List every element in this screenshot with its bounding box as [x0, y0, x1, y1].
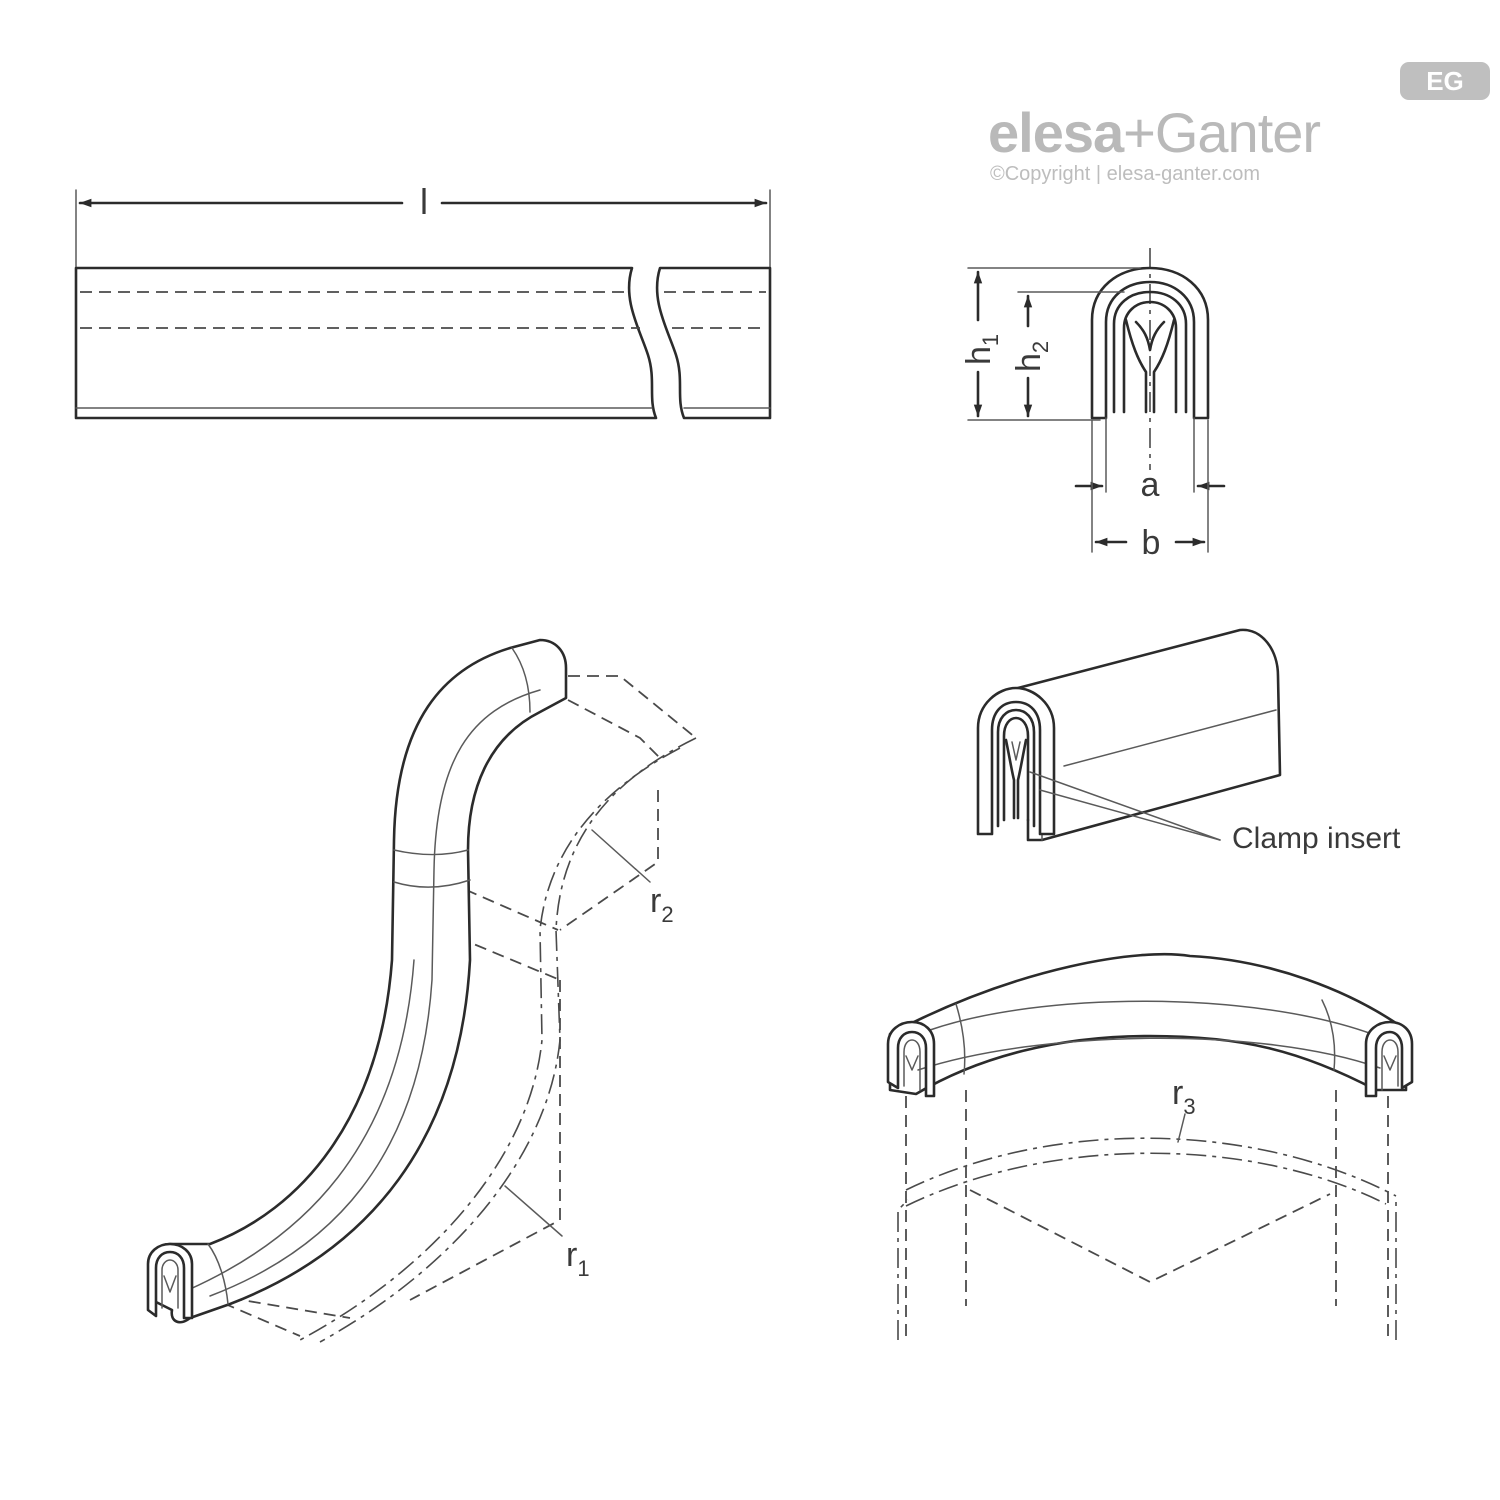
arc-view: r3 — [886, 952, 1414, 1340]
length-label: l — [420, 181, 428, 222]
s-curve-view: r2 r1 — [146, 638, 697, 1343]
r1-label-sub: 1 — [577, 1256, 589, 1281]
brand-name: elesa+Ganter — [988, 101, 1320, 164]
h1-label: h1 — [960, 334, 1003, 365]
brand-name-ganter: Ganter — [1155, 101, 1321, 164]
brand-name-sep: + — [1123, 101, 1155, 164]
r3-label-sub: 3 — [1183, 1094, 1195, 1119]
cross-section-view: h1 h2 a b — [960, 248, 1226, 562]
a-label: a — [1141, 466, 1160, 504]
h2-label-sub: 2 — [1028, 341, 1053, 353]
brand-badge-text: EG — [1426, 66, 1464, 96]
brand-badge-box — [1400, 62, 1490, 100]
isometric-clamp-view: Clamp insert — [976, 628, 1401, 855]
r2-label-sub: 2 — [661, 902, 673, 927]
r1-label: r1 — [566, 1236, 590, 1281]
brand-logo: EG elesa+Ganter ©Copyright | elesa-gante… — [988, 62, 1490, 185]
h1-label-main: h — [960, 346, 998, 365]
r3-label: r3 — [1172, 1074, 1196, 1119]
b-label: b — [1142, 524, 1161, 562]
clamp-insert-label: Clamp insert — [1232, 822, 1401, 855]
h2-label-main: h — [1010, 353, 1048, 372]
h1-label-sub: 1 — [978, 334, 1003, 346]
h2-label: h2 — [1010, 341, 1053, 372]
r3-label-main: r — [1172, 1074, 1183, 1112]
brand-name-elesa: elesa — [988, 101, 1125, 164]
straight-profile-view: l — [74, 181, 772, 420]
r2-label-main: r — [650, 882, 661, 920]
r2-label: r2 — [650, 882, 674, 927]
r1-label-main: r — [566, 1236, 577, 1274]
brand-copyright: ©Copyright | elesa-ganter.com — [990, 163, 1260, 185]
